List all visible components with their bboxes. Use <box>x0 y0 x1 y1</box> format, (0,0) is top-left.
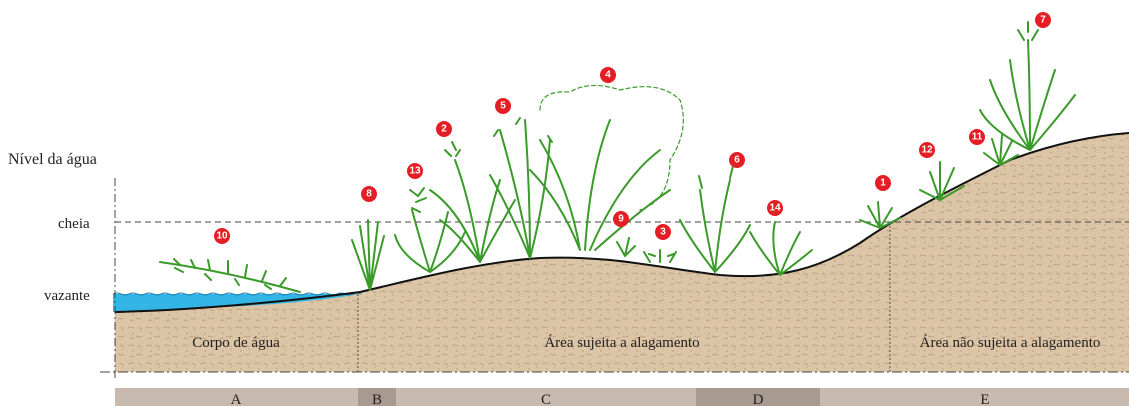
segment-label-A: A <box>231 392 242 406</box>
plant-9 <box>617 238 635 256</box>
plant-14 <box>750 222 812 275</box>
svg-text:10: 10 <box>216 231 228 242</box>
svg-text:8: 8 <box>366 189 372 200</box>
segment-label-B: B <box>372 392 382 406</box>
marker-4: 4 <box>600 67 616 83</box>
marker-1: 1 <box>875 175 891 191</box>
plant-8 <box>352 220 384 290</box>
svg-text:11: 11 <box>972 132 983 143</box>
marker-5: 5 <box>495 98 511 114</box>
segment-label-C: C <box>541 392 551 406</box>
water-level-title: Nível da água <box>8 151 97 168</box>
plant-13 <box>395 188 465 272</box>
svg-text:13: 13 <box>409 166 421 177</box>
plant-3 <box>644 250 676 262</box>
plant-6 <box>680 166 750 272</box>
marker-7: 7 <box>1035 12 1051 28</box>
svg-text:2: 2 <box>441 124 447 135</box>
marker-8: 8 <box>361 186 377 202</box>
svg-text:3: 3 <box>660 227 666 238</box>
segment-bar: A B C D E <box>115 388 1129 406</box>
svg-text:9: 9 <box>618 214 624 225</box>
svg-text:4: 4 <box>605 70 611 81</box>
svg-text:5: 5 <box>500 101 506 112</box>
plant-2 <box>430 142 515 262</box>
marker-12: 12 <box>919 142 935 158</box>
segment-label-D: D <box>753 392 764 406</box>
svg-text:1: 1 <box>880 178 886 189</box>
high-water-label: cheia <box>58 216 90 232</box>
plant-5 <box>490 118 552 258</box>
svg-text:14: 14 <box>769 203 781 214</box>
marker-10: 10 <box>214 228 230 244</box>
plant-7 <box>980 22 1075 150</box>
svg-text:12: 12 <box>921 145 933 156</box>
marker-3: 3 <box>655 224 671 240</box>
marker-11: 11 <box>969 129 985 145</box>
svg-text:6: 6 <box>734 155 740 166</box>
zone-water-body: Corpo de água <box>192 335 280 351</box>
plant-10 <box>160 259 300 292</box>
low-water-label: vazante <box>44 288 90 304</box>
marker-14: 14 <box>767 200 783 216</box>
zone-non-floodable: Área não sujeita a alagamento <box>920 334 1101 351</box>
svg-text:7: 7 <box>1040 15 1046 26</box>
segment-label-E: E <box>980 392 989 406</box>
marker-9: 9 <box>613 211 629 227</box>
marker-2: 2 <box>436 121 452 137</box>
zone-floodable: Área sujeita a alagamento <box>544 334 699 351</box>
marker-13: 13 <box>407 163 423 179</box>
segment-E <box>820 388 1129 406</box>
marker-6: 6 <box>729 152 745 168</box>
